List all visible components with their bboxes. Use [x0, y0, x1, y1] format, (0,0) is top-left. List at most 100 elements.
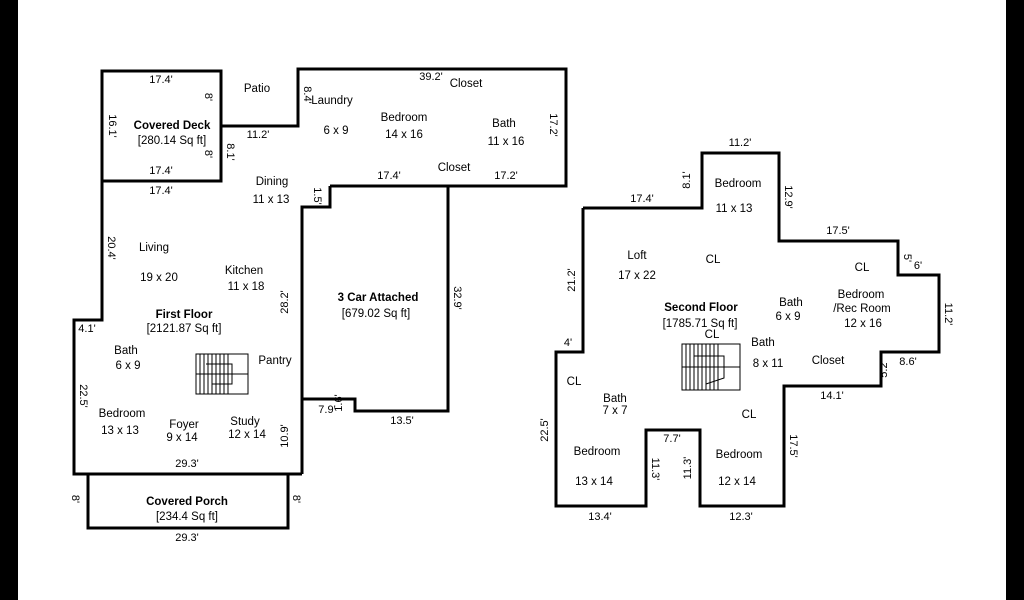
laundry-label: Laundry [311, 95, 353, 107]
dimension-label: 11.2' [942, 303, 954, 326]
bedroom-b-label: Bedroom [574, 446, 621, 458]
living-size: 19 x 20 [140, 272, 178, 284]
dimension-label: 21.2' [566, 268, 578, 292]
dimension-label: 17.2' [547, 113, 559, 137]
study-label: Study [230, 416, 260, 428]
second-floor-labels: Bedroom 11 x 13 Loft 17 x 22 CL CL Bath … [567, 178, 891, 488]
closet-cl-label: CL [742, 409, 757, 421]
first-floor-stairs [195, 353, 249, 395]
bedroom-b-size: 13 x 13 [101, 425, 139, 437]
study-size: 12 x 14 [228, 429, 266, 441]
bedroom-label: Bedroom [715, 178, 762, 190]
dimension-label: 8.1' [681, 171, 693, 188]
bedroom-c-size: 12 x 14 [718, 476, 756, 488]
closet-cl-label: CL [706, 254, 721, 266]
loft-label: Loft [627, 250, 647, 262]
dimension-label: 17.4' [149, 165, 173, 177]
dimension-label: 17.5' [787, 434, 799, 458]
dimension-label: 8.6' [899, 356, 916, 368]
garage-area: [679.02 Sq ft] [342, 308, 410, 320]
dimension-label: 11.2' [729, 137, 752, 149]
bedroom-c-label: Bedroom [716, 449, 763, 461]
dimension-label: 17.4' [149, 185, 173, 197]
bath-c-label: Bath [603, 393, 627, 405]
bath-size: 11 x 16 [488, 136, 525, 148]
pantry-label: Pantry [258, 355, 291, 367]
patio-label: Patio [244, 83, 270, 95]
bath-label: Bath [779, 297, 803, 309]
bath-size: 6 x 9 [776, 311, 801, 323]
dimension-label: 16.1' [106, 114, 118, 138]
dining-size: 11 x 13 [253, 194, 290, 206]
first-floor-walls [72, 67, 568, 530]
dimension-label: 29.3' [175, 532, 199, 544]
bath-b-size: 8 x 11 [753, 358, 783, 370]
living-label: Living [139, 242, 169, 254]
bath-b-size: 6 x 9 [116, 360, 141, 372]
covered-porch-title: Covered Porch [146, 496, 228, 508]
dimension-label: 22.5' [539, 418, 551, 442]
bedroom-size: 14 x 16 [385, 129, 423, 141]
dining-label: Dining [256, 176, 289, 188]
dimension-label: 8.1' [224, 143, 236, 160]
first-floor-upper-outline [221, 67, 568, 413]
second-floor-dimensions: 11.2' 8.1' 12.9' 17.4' 17.5' 5' 6' 21.2'… [539, 137, 954, 523]
closet-label: Closet [812, 355, 845, 367]
bedroom-b-label: Bedroom [99, 408, 146, 420]
bedroom-b-size: 13 x 14 [575, 476, 613, 488]
dimension-label: 22.5' [77, 384, 89, 408]
dimension-label: 32.9' [451, 286, 463, 310]
dimension-label: 1.6' [333, 394, 345, 411]
first-floor-title: First Floor [156, 309, 213, 321]
dimension-label: 7.9' [318, 404, 335, 416]
rec-room-label: Bedroom [838, 289, 885, 301]
foyer-label: Foyer [169, 419, 199, 431]
closet-label-mid: Closet [438, 162, 471, 174]
covered-deck-area: [280.14 Sq ft] [138, 135, 206, 147]
second-floor-area: [1785.71 Sq ft] [663, 318, 738, 330]
dimension-label: 8' [290, 495, 302, 503]
dimension-label: 17.4' [630, 193, 654, 205]
bath-b-label: Bath [751, 337, 775, 349]
kitchen-size: 11 x 18 [228, 281, 265, 293]
dimension-label: 28.2' [279, 290, 291, 314]
dimension-label: 13.4' [588, 511, 612, 523]
dimension-label: 8.4' [301, 86, 313, 103]
dimension-label: 11.3' [682, 457, 694, 480]
dimension-label: 12.3' [729, 511, 753, 523]
dimension-label: 11.2' [247, 129, 270, 141]
second-floor-outline [554, 151, 941, 508]
dimension-label: 7.7' [663, 433, 680, 445]
dimension-label: 17.4' [377, 170, 401, 182]
garage-left-wall [300, 186, 332, 474]
dimension-label: 4.1' [78, 323, 95, 335]
closet-label-top: Closet [450, 78, 483, 90]
dimension-label: 4' [564, 337, 572, 349]
dimension-label: 14.1' [820, 390, 844, 402]
right-frame-bar [1006, 0, 1024, 600]
first-floor-labels: Covered Deck [280.14 Sq ft] Patio Laundr… [99, 78, 525, 523]
first-floor-left-outline [72, 181, 302, 476]
dimension-label: 8' [69, 495, 81, 503]
covered-porch-area: [234.4 Sq ft] [156, 511, 218, 523]
foyer-size: 9 x 14 [166, 432, 198, 444]
bedroom-label: Bedroom [381, 112, 428, 124]
second-floor-title: Second Floor [664, 302, 738, 314]
dimension-label: 17.5' [826, 225, 850, 237]
first-floor-dimensions: 17.4' 16.1' 8' 8' 17.4' 17.4' 11.2' 8.1'… [69, 71, 559, 544]
second-floor-stairs [681, 343, 741, 391]
dimension-label: 8' [202, 150, 214, 158]
dimension-label: 8' [202, 93, 214, 101]
kitchen-label: Kitchen [225, 265, 263, 277]
closet-cl-label: CL [567, 376, 582, 388]
rec-room-label-2: /Rec Room [833, 303, 891, 315]
dimension-label: 29.3' [175, 458, 199, 470]
second-floor-walls [554, 151, 941, 508]
left-frame-bar [0, 0, 18, 600]
dimension-label: 6' [914, 260, 922, 272]
dimension-label: 5.2' [878, 360, 890, 377]
loft-size: 17 x 22 [618, 270, 656, 282]
dimension-label: 1.5' [311, 187, 323, 204]
bath-c-size: 7 x 7 [603, 405, 628, 417]
